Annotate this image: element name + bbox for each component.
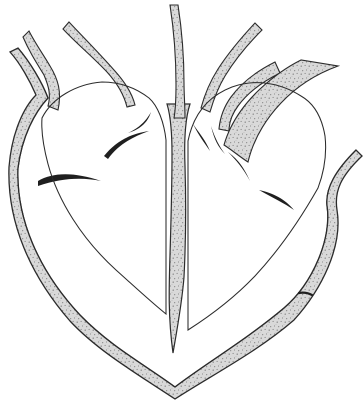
central-vessel-trunk: [170, 5, 185, 118]
septum-wall: [167, 104, 190, 353]
